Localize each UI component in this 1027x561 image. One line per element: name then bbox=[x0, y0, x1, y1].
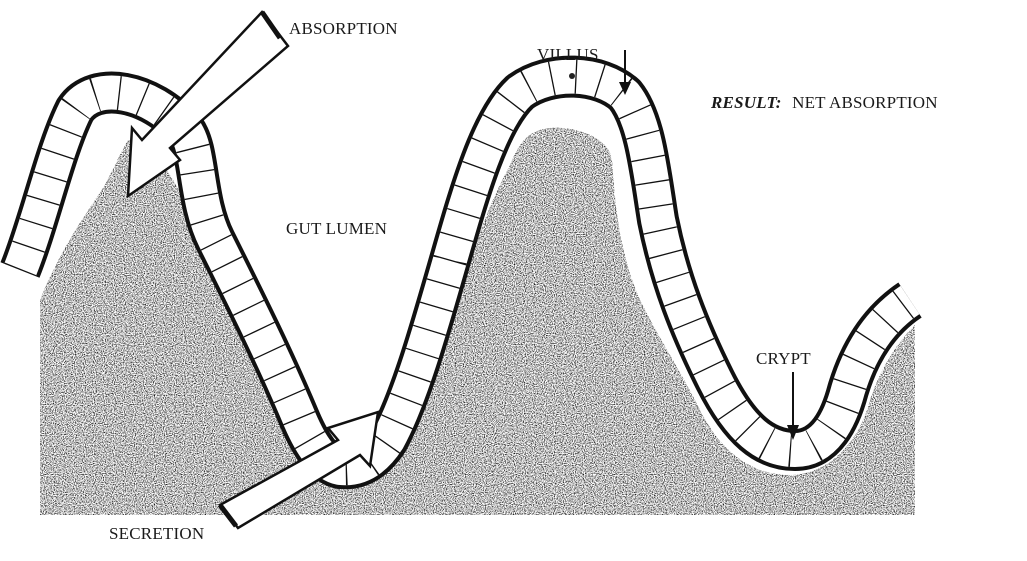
result-value: NET ABSORPTION bbox=[792, 93, 938, 112]
result-prefix: RESULT: bbox=[711, 93, 782, 112]
result-label: RESULT: NET ABSORPTION bbox=[711, 93, 938, 113]
secretion-label: SECRETION bbox=[109, 524, 204, 544]
crypt-label: CRYPT bbox=[756, 349, 811, 369]
villus-label: VILLUS bbox=[537, 45, 599, 65]
gut-lumen-label: GUT LUMEN bbox=[286, 219, 387, 239]
villus-dot-mark bbox=[569, 73, 575, 79]
absorption-label: ABSORPTION bbox=[289, 19, 398, 39]
